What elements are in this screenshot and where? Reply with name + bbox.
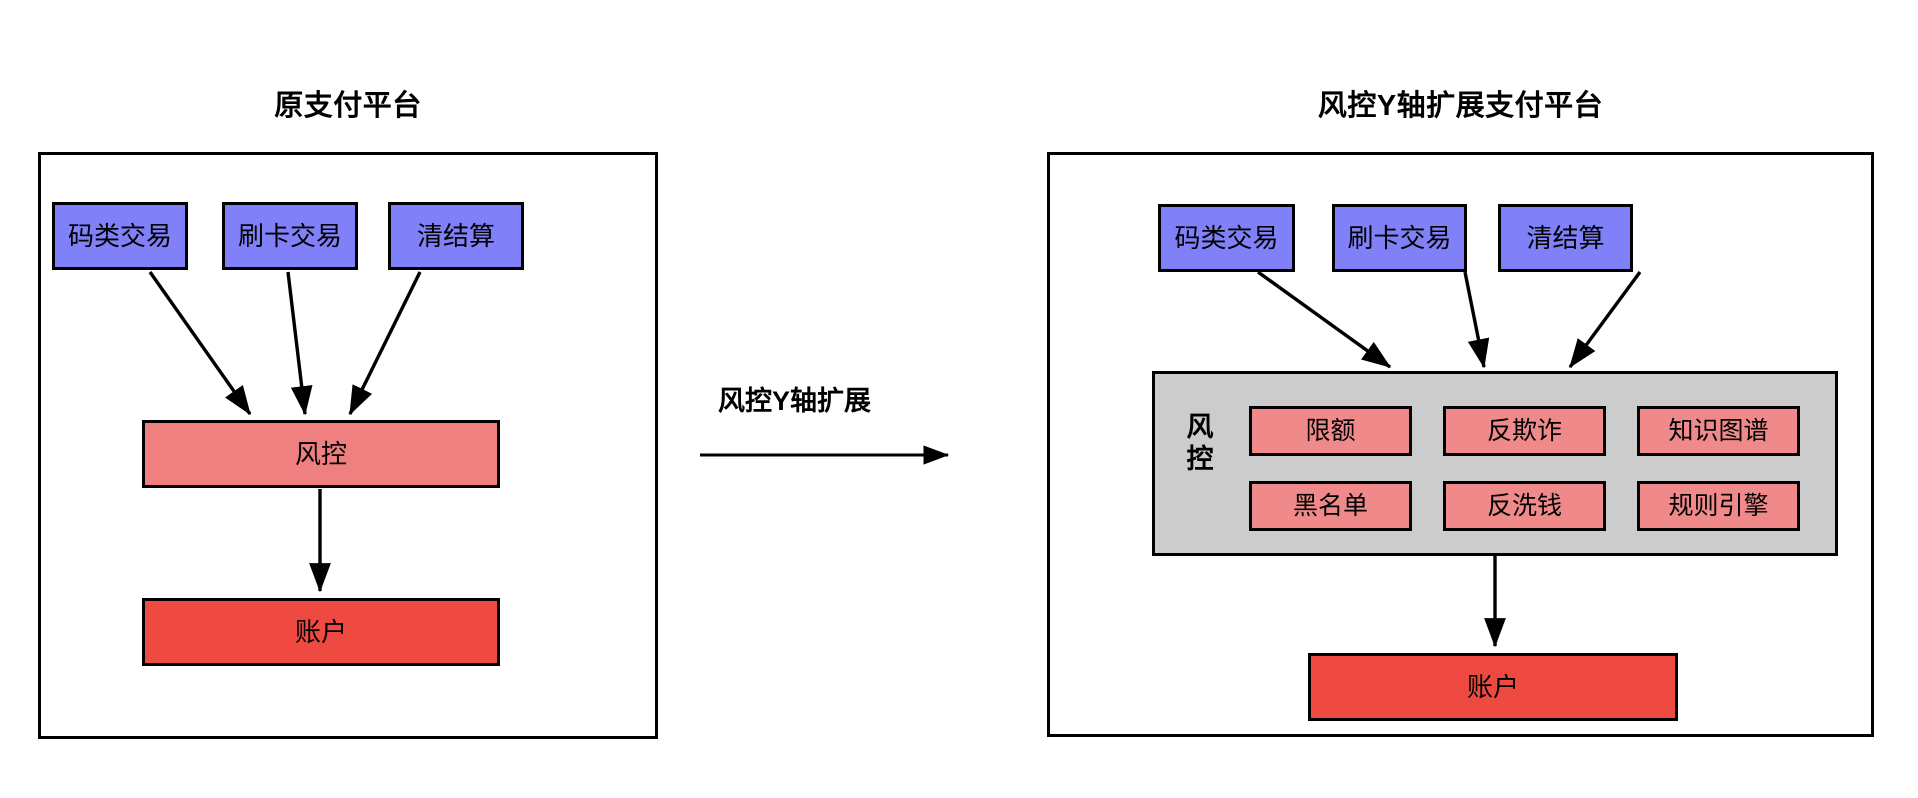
right-channel-1-label: 刷卡交易 bbox=[1347, 223, 1452, 253]
right-module-5-label: 规则引擎 bbox=[1668, 491, 1769, 520]
right-module-hei-ming-dan[interactable]: 黑名单 bbox=[1249, 481, 1412, 531]
left-risk-control-label: 风控 bbox=[294, 439, 347, 469]
right-panel-frame bbox=[1047, 152, 1874, 737]
right-account-label: 账户 bbox=[1466, 672, 1519, 702]
right-module-gui-ze-yin-qing[interactable]: 规则引擎 bbox=[1637, 481, 1800, 531]
left-account-label: 账户 bbox=[294, 617, 347, 647]
group-label-char-0: 风 bbox=[1186, 412, 1214, 442]
right-channel-ma-lei-jiao-yi[interactable]: 码类交易 bbox=[1158, 204, 1295, 272]
right-module-0-label: 限额 bbox=[1305, 416, 1356, 445]
left-channel-2-label: 清结算 bbox=[416, 221, 495, 251]
right-module-zhi-shi-tu-pu[interactable]: 知识图谱 bbox=[1637, 406, 1800, 456]
right-module-4-label: 反洗钱 bbox=[1486, 491, 1562, 520]
transition-label: 风控Y轴扩展 bbox=[718, 386, 872, 416]
left-channel-ma-lei-jiao-yi[interactable]: 码类交易 bbox=[52, 202, 188, 270]
left-risk-control-box[interactable]: 风控 bbox=[142, 420, 500, 488]
right-module-2-label: 知识图谱 bbox=[1668, 416, 1769, 445]
left-panel-title: 原支付平台 bbox=[274, 90, 422, 122]
group-label-char-1: 控 bbox=[1186, 443, 1214, 474]
right-channel-0-label: 码类交易 bbox=[1174, 223, 1279, 253]
left-channel-0-label: 码类交易 bbox=[67, 221, 172, 251]
right-module-xian-e[interactable]: 限额 bbox=[1249, 406, 1412, 456]
right-risk-control-group-label: 风 控 bbox=[1183, 412, 1217, 476]
left-panel-frame bbox=[38, 152, 658, 739]
right-channel-2-label: 清结算 bbox=[1526, 223, 1605, 253]
left-channel-shua-ka-jiao-yi[interactable]: 刷卡交易 bbox=[222, 202, 358, 270]
right-module-3-label: 黑名单 bbox=[1292, 491, 1368, 520]
right-module-1-label: 反欺诈 bbox=[1486, 416, 1562, 445]
left-account-box[interactable]: 账户 bbox=[142, 598, 500, 666]
right-channel-qing-jie-suan[interactable]: 清结算 bbox=[1498, 204, 1633, 272]
right-module-fan-xi-qian[interactable]: 反洗钱 bbox=[1443, 481, 1606, 531]
right-panel-title: 风控Y轴扩展支付平台 bbox=[1317, 90, 1604, 122]
left-channel-qing-jie-suan[interactable]: 清结算 bbox=[388, 202, 524, 270]
right-module-fan-qi-zha[interactable]: 反欺诈 bbox=[1443, 406, 1606, 456]
left-channel-1-label: 刷卡交易 bbox=[237, 221, 342, 251]
right-account-box[interactable]: 账户 bbox=[1308, 653, 1678, 721]
right-channel-shua-ka-jiao-yi[interactable]: 刷卡交易 bbox=[1332, 204, 1467, 272]
